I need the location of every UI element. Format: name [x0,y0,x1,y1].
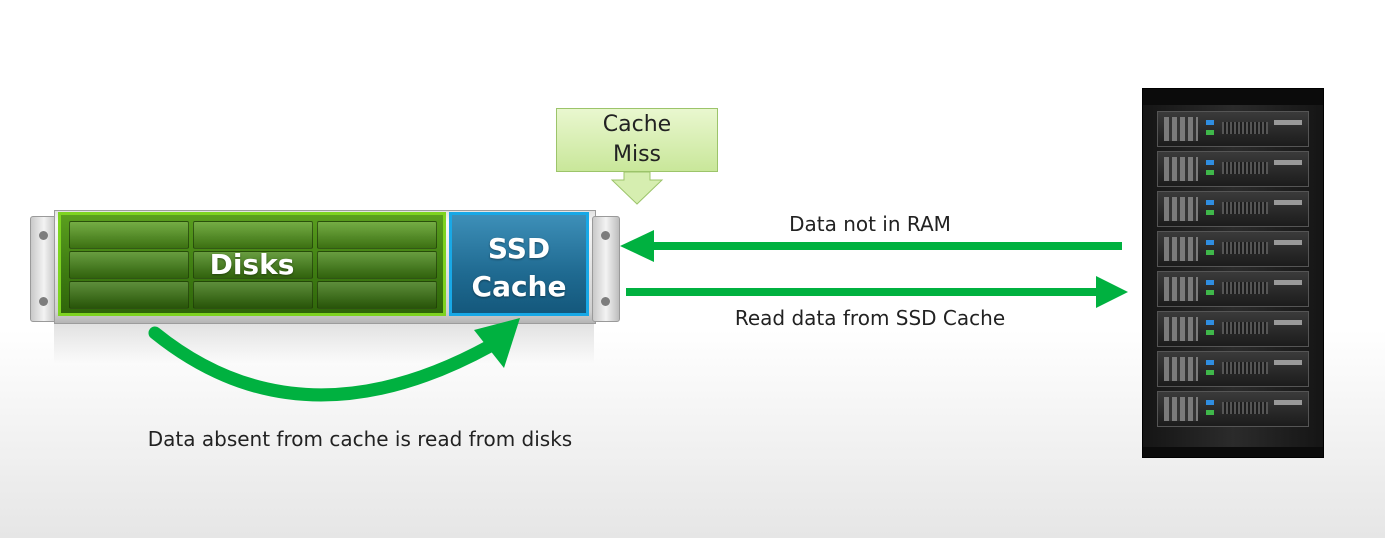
drive-bay [317,221,437,249]
arrow-to-nas [620,230,1122,262]
callout-line-2: Miss [612,142,662,167]
rack-server [1157,111,1309,147]
callout-line-1: Cache [602,112,672,137]
disks-label: Disks [209,248,295,281]
read-from-ssd-label: Read data from SSD Cache [734,306,1006,330]
rack-server [1157,351,1309,387]
left-rack-ear [30,216,58,322]
drive-bay [69,251,189,279]
data-not-in-ram-label: Data not in RAM [789,212,951,236]
drive-bay [317,281,437,309]
rack-server [1157,231,1309,267]
ssd-label-line-1: SSD [487,232,551,265]
drive-bay [69,221,189,249]
ssd-cache-label: SSD Cache [449,230,589,306]
data-absent-label: Data absent from cache is read from disk… [147,427,573,451]
callout-pointer-arrow [610,171,664,205]
curved-arrow-disks-to-cache [148,318,520,402]
rack-top [1143,89,1323,105]
right-rack-ear [592,216,620,322]
rack-server [1157,151,1309,187]
rack-server [1157,391,1309,427]
rack-foot [1143,447,1323,457]
drive-bay [69,281,189,309]
arrow-to-rack [626,276,1128,308]
rack-server [1157,311,1309,347]
drive-bay [317,251,437,279]
drive-bay [193,221,313,249]
cache-miss-label: Cache Miss [556,110,718,170]
rack-server [1157,191,1309,227]
ssd-cache-box [449,212,589,316]
disks-box [58,212,446,316]
rack-server [1157,271,1309,307]
drive-bay [193,251,313,279]
ssd-label-line-2: Cache [471,270,567,303]
drive-bay [193,281,313,309]
storage-rack-tower [1142,88,1324,458]
